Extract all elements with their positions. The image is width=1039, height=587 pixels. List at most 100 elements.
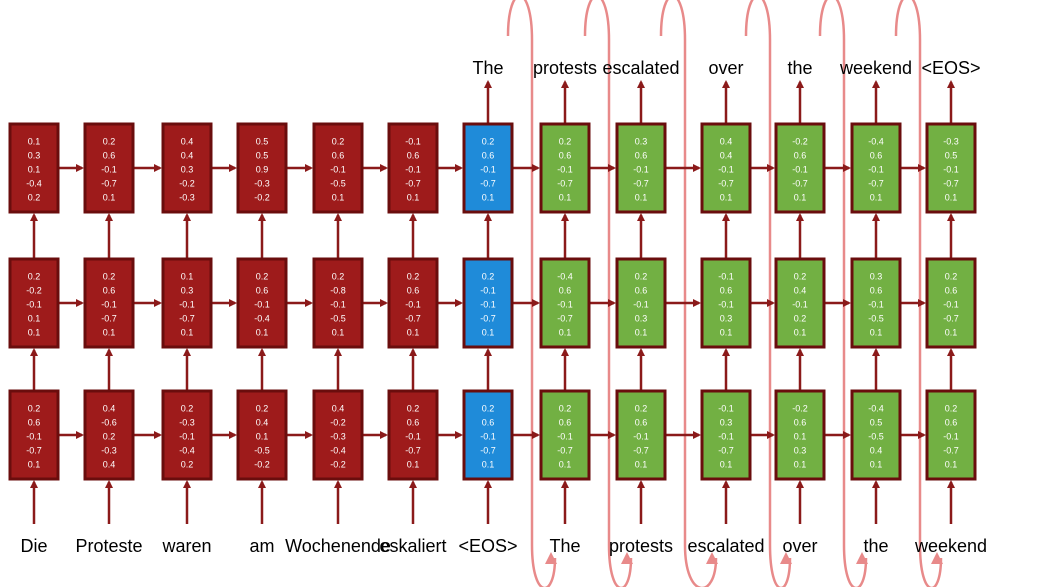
cell-value: 0.4 (332, 403, 345, 413)
cell-value: 0.6 (559, 417, 572, 427)
cell-value: -0.7 (943, 178, 959, 188)
cell-value: -0.1 (101, 299, 117, 309)
feedback-loop (659, 0, 718, 587)
cell-box (615, 257, 667, 349)
cell-box (387, 389, 439, 481)
source-word: eskaliert (379, 536, 446, 556)
feedback-loop (894, 0, 943, 587)
cell-value: -0.5 (868, 313, 884, 323)
cell-value: 0.6 (635, 417, 648, 427)
cell-value: -0.7 (480, 178, 496, 188)
decoder-input-word: The (549, 536, 580, 556)
cell-value: -0.1 (480, 164, 496, 174)
cell-value: 0.1 (482, 192, 495, 202)
cell-box (925, 257, 977, 349)
cell-value: 0.1 (870, 192, 883, 202)
output-word: protests (533, 58, 597, 78)
cell-value: 0.1 (559, 327, 572, 337)
cell-value: 0.9 (256, 164, 269, 174)
rnn-cell: 0.20.6-0.1-0.70.1 (925, 257, 977, 349)
cell-value: -0.7 (792, 178, 808, 188)
cell-box (774, 122, 826, 214)
cell-value: -0.2 (330, 417, 346, 427)
cell-value: -0.7 (718, 178, 734, 188)
cell-box (850, 257, 902, 349)
cell-value: -0.1 (557, 164, 573, 174)
cell-value: 0.1 (635, 327, 648, 337)
cell-value: -0.7 (405, 313, 421, 323)
rnn-cell: 0.20.40.1-0.5-0.2 (236, 389, 288, 481)
cell-value: -0.7 (868, 178, 884, 188)
rnn-cell: 0.20.6-0.1-0.70.1 (83, 122, 135, 214)
cell-value: 0.6 (870, 150, 883, 160)
rnn-cell: 0.20.6-0.10.30.1 (615, 257, 667, 349)
cell-value: 0.1 (332, 327, 345, 337)
cell-value: 0.6 (256, 285, 269, 295)
cell-value: -0.4 (254, 313, 270, 323)
cell-value: -0.1 (330, 299, 346, 309)
cell-value: 0.6 (559, 150, 572, 160)
cell-value: 0.2 (945, 271, 958, 281)
rnn-cell: 0.2-0.1-0.1-0.70.1 (462, 257, 514, 349)
connection-arrows (30, 80, 955, 524)
cell-value: 0.1 (407, 327, 420, 337)
cell-value: -0.1 (868, 164, 884, 174)
cell-value: -0.7 (943, 445, 959, 455)
cell-value: 0.1 (407, 459, 420, 469)
cell-value: 0.1 (482, 459, 495, 469)
rnn-cell: 0.20.6-0.1-0.70.1 (387, 257, 439, 349)
cell-box (615, 389, 667, 481)
cell-value: 0.3 (870, 271, 883, 281)
cell-box (236, 389, 288, 481)
cell-value: -0.1 (179, 431, 195, 441)
rnn-cell: 0.20.6-0.1-0.70.1 (462, 122, 514, 214)
cell-value: -0.5 (254, 445, 270, 455)
cell-value: -0.1 (718, 271, 734, 281)
cell-value: -0.1 (405, 431, 421, 441)
cell-value: 0.6 (103, 285, 116, 295)
cell-value: 0.2 (256, 271, 269, 281)
source-word: <EOS> (458, 536, 517, 556)
rnn-cell: -0.4 0.6 -0.1 -0.7 0.1 (850, 122, 902, 214)
cell-value: 0.1 (720, 459, 733, 469)
cell-value: 0.2 (256, 403, 269, 413)
cell-value: 0.4 (103, 403, 116, 413)
cell-value: 0.6 (332, 150, 345, 160)
cell-box (8, 122, 60, 214)
cell-box (700, 389, 752, 481)
cell-value: 0.6 (635, 285, 648, 295)
cell-box (850, 122, 902, 214)
cell-value: 0.1 (794, 431, 807, 441)
rnn-cell: -0.40.6-0.1-0.70.1 (539, 257, 591, 349)
cell-value: -0.5 (330, 178, 346, 188)
feedback-loop (744, 0, 792, 587)
cell-box (539, 122, 591, 214)
cell-value: 0.6 (794, 150, 807, 160)
cell-value: 0.2 (945, 403, 958, 413)
cell-value: -0.2 (254, 192, 270, 202)
cell-value: 0.6 (407, 417, 420, 427)
cell-value: 0.6 (559, 285, 572, 295)
cell-value: -0.1 (101, 164, 117, 174)
output-word: weekend (839, 58, 912, 78)
cell-value: 0.2 (482, 403, 495, 413)
cell-value: 0.6 (794, 417, 807, 427)
rnn-cell: 0.20.6-0.1-0.70.1 (387, 389, 439, 481)
cell-value: -0.7 (557, 178, 573, 188)
cell-value: 0.2 (103, 136, 116, 146)
cell-value: 0.1 (103, 192, 116, 202)
cell-value: 0.5 (870, 417, 883, 427)
rnn-cell: 0.2-0.2-0.10.10.1 (8, 257, 60, 349)
cell-value: 0.1 (103, 327, 116, 337)
cell-value: 0.4 (103, 459, 116, 469)
cell-value: -0.1 (718, 299, 734, 309)
cell-value: 0.1 (794, 327, 807, 337)
cell-value: -0.1 (943, 164, 959, 174)
cell-box (615, 122, 667, 214)
cell-value: -0.2 (26, 285, 42, 295)
cell-box (700, 122, 752, 214)
decoder-input-word: escalated (687, 536, 764, 556)
cell-value: 0.3 (794, 445, 807, 455)
cell-value: -0.4 (868, 136, 884, 146)
cell-box (8, 257, 60, 349)
